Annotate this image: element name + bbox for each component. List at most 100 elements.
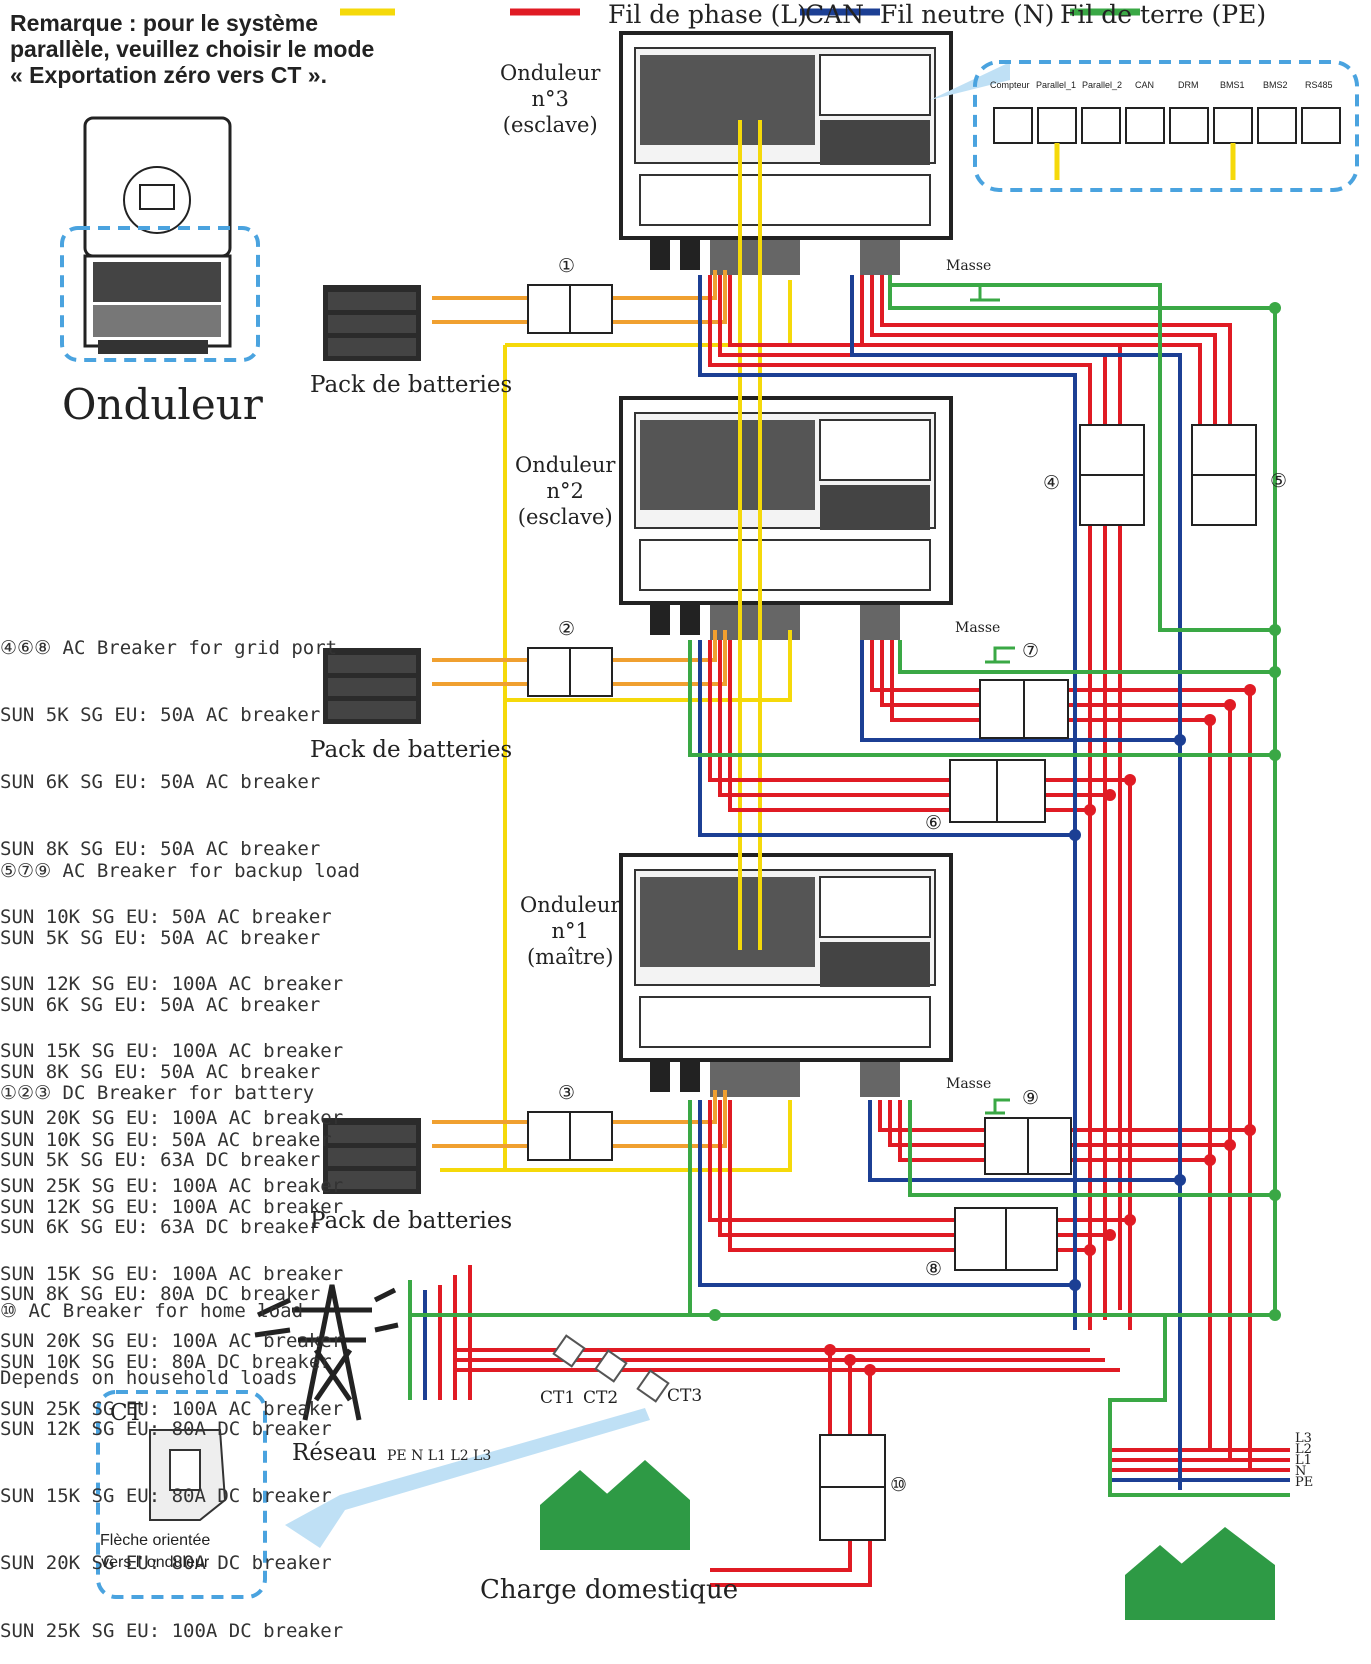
inverter-illustration <box>60 116 260 362</box>
dc-breakers <box>527 284 613 1161</box>
breaker-number-1: ① <box>558 255 576 277</box>
inverter-2-label-line3: (esclave) <box>517 505 613 529</box>
battery-wires <box>432 270 727 1148</box>
breaker-number-4: ④ <box>1043 472 1061 494</box>
legend-neutral: Fil neutre (N) <box>880 0 1055 29</box>
spec-backup-item: SUN 8K SG EU: 50A AC breaker <box>0 1061 321 1084</box>
spec-backup-item: SUN 12K SG EU: 100A AC breaker <box>0 1195 344 1218</box>
ac-breakers <box>819 424 1257 1541</box>
inverter-caption: Onduleur <box>62 380 263 429</box>
spec-backup-item: SUN 10K SG EU: 50A AC breaker <box>0 1128 332 1151</box>
port-label-drm: DRM <box>1178 80 1199 90</box>
inverter-3-label-line1: Onduleur <box>500 61 601 85</box>
battery-label-3: Pack de batteries <box>310 1208 513 1234</box>
spec-backup-item: SUN 6K SG EU: 50A AC breaker <box>0 994 321 1017</box>
port-label-parallel-1: Parallel_1 <box>1036 80 1077 90</box>
spec-home-breaker: ⑩ AC Breaker for home load Depends on ho… <box>0 1255 303 1412</box>
spec-grid-breakers: ④⑥⑧ AC Breaker for grid port SUN 5K SG E… <box>0 592 343 1219</box>
spec-home-title: ⑩ AC Breaker for home load <box>0 1299 304 1322</box>
port-label-bms1: BMS1 <box>1220 80 1245 90</box>
note-line-2: parallèle, veuillez choisir le mode <box>10 36 375 62</box>
spec-grid-item: SUN 12K SG EU: 100A AC breaker <box>0 972 344 995</box>
spec-battery-item: SUN 6K SG EU: 63A DC breaker <box>0 1216 321 1239</box>
legend-can: CAN <box>805 0 865 29</box>
spec-battery-item: SUN 5K SG EU: 63A DC breaker <box>0 1149 321 1172</box>
ct-arrow-note: Flèche orientée vers l' onduleur <box>100 1530 210 1574</box>
backup-line-l2: L2 <box>1295 1442 1312 1457</box>
spec-backup-item: SUN 15K SG EU: 100A AC breaker <box>0 1263 344 1286</box>
backup-line-l3: L3 <box>1295 1431 1312 1446</box>
ground-symbols <box>970 283 1015 1115</box>
battery-packs <box>323 285 421 1194</box>
inverter-1-body <box>619 853 953 1097</box>
ct3-label: CT3 <box>667 1386 703 1406</box>
inverter-2-body <box>619 396 953 640</box>
breaker-number-3: ③ <box>558 1082 576 1104</box>
ct2-label: CT2 <box>583 1388 619 1408</box>
earth-wires <box>408 275 1290 1497</box>
inverter-1-label-line1: Onduleur <box>520 893 621 917</box>
ct-callout-label: CT <box>110 1400 143 1426</box>
grid-label: Réseau <box>292 1440 377 1466</box>
breaker-number-7: ⑦ <box>1022 640 1040 662</box>
grid-lines-label: PE N L1 L2 L3 <box>387 1448 492 1464</box>
ct-clamps <box>552 1334 670 1403</box>
spec-backup-item: SUN 5K SG EU: 50A AC breaker <box>0 927 321 950</box>
inverter-3-label-line2: n°3 <box>531 87 569 111</box>
backup-line-pe: PE <box>1295 1475 1314 1490</box>
house-icon <box>540 1460 1275 1620</box>
breaker-number-6: ⑥ <box>925 812 943 834</box>
wiring-diagram <box>60 8 1359 1620</box>
battery-label-2: Pack de batteries <box>310 737 513 763</box>
spec-grid-item: SUN 6K SG EU: 50A AC breaker <box>0 771 321 794</box>
spec-grid-title: ④⑥⑧ AC Breaker for grid port <box>0 636 338 659</box>
spec-battery-item: SUN 15K SG EU: 80A DC breaker <box>0 1485 332 1508</box>
spec-backup-item: SUN 25K SG EU: 100A AC breaker <box>0 1397 344 1420</box>
breaker-number-10: ⑩ <box>890 1474 908 1496</box>
grid-tower-icon <box>254 1284 399 1421</box>
spec-grid-item: SUN 25K SG EU: 100A AC breaker <box>0 1174 344 1197</box>
breaker-number-9: ⑨ <box>1022 1087 1040 1109</box>
inverter-1-label: Onduleur n°1 (maître) <box>520 892 620 970</box>
legend-earth: Fil de terre (PE) <box>1060 0 1267 29</box>
masse-label-1: Masse <box>946 1076 992 1092</box>
inverter-3-body <box>619 31 953 275</box>
spec-battery-item: SUN 8K SG EU: 80A DC breaker <box>0 1283 321 1306</box>
home-load-label: Charge domestique <box>480 1575 739 1605</box>
parallel-mode-note: Remarque : pour le système parallèle, ve… <box>10 10 480 88</box>
inverter-3-label-line3: (esclave) <box>502 113 598 137</box>
spec-battery-item: SUN 25K SG EU: 100A DC breaker <box>0 1619 344 1642</box>
breaker-number-2: ② <box>558 618 576 640</box>
inverter-2-label-line2: n°2 <box>546 479 584 503</box>
inverter-3-label: Onduleur n°3 (esclave) <box>500 60 600 138</box>
inverter-1-label-line3: (maître) <box>526 945 614 969</box>
spec-grid-item: SUN 10K SG EU: 50A AC breaker <box>0 905 332 928</box>
backup-line-n: N <box>1295 1464 1307 1479</box>
backup-line-l1: L1 <box>1295 1453 1312 1468</box>
spec-backup-item: SUN 20K SG EU: 100A AC breaker <box>0 1330 344 1353</box>
inverter-2-label: Onduleur n°2 (esclave) <box>515 452 615 530</box>
port-label-rs485: RS485 <box>1305 80 1333 90</box>
port-callout <box>930 60 1359 192</box>
spec-battery-item: SUN 12K SG EU: 80A DC breaker <box>0 1417 332 1440</box>
legend-phase: Fil de phase (L) <box>608 0 807 29</box>
spec-battery-item: SUN 10K SG EU: 80A DC breaker <box>0 1350 332 1373</box>
port-label-parallel-2: Parallel_2 <box>1082 80 1123 90</box>
note-line-1: Remarque : pour le système <box>10 10 319 36</box>
spec-grid-item: SUN 20K SG EU: 100A AC breaker <box>0 1107 344 1130</box>
ct-callout <box>96 1390 650 1599</box>
inverter-2-label-line1: Onduleur <box>515 453 616 477</box>
masse-label-2: Masse <box>955 620 1001 636</box>
spec-battery-item: SUN 20K SG EU: 80A DC breaker <box>0 1552 332 1575</box>
ct1-label: CT1 <box>540 1388 576 1408</box>
note-line-3: « Exportation zéro vers CT ». <box>10 62 327 88</box>
junction-dots <box>709 302 1281 1376</box>
spec-home-item: Depends on household loads <box>0 1367 298 1390</box>
backup-lines-label: L3 L2 L1 N PE <box>1295 1431 1314 1490</box>
neutral-wires <box>423 275 1290 1490</box>
inverter-1-label-line2: n°1 <box>551 919 589 943</box>
port-label-bms2: BMS2 <box>1263 80 1288 90</box>
port-label-meter: Compteur <box>990 80 1030 90</box>
spec-battery-title: ①②③ DC Breaker for battery <box>0 1081 315 1104</box>
port-label-can: CAN <box>1135 80 1155 90</box>
